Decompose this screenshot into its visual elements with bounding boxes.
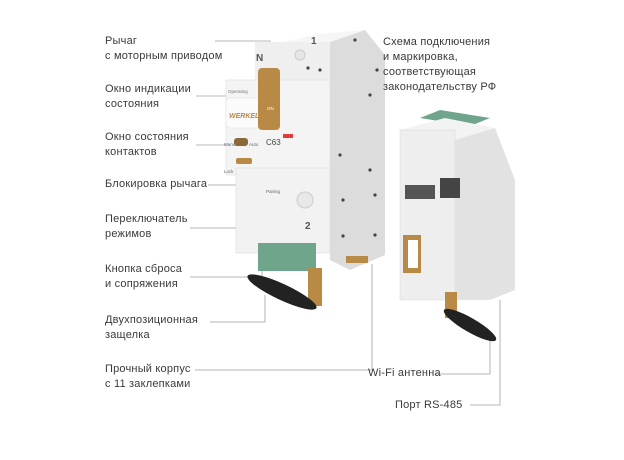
callout-rs485-port: Порт RS-485 [395, 398, 463, 413]
led-indicator [283, 134, 293, 138]
callout-line: защелка [105, 329, 150, 341]
callout-reset-button: Кнопка сброса и сопряжения [105, 262, 182, 292]
wifi-antenna [247, 274, 317, 310]
lock-label: Lock [224, 169, 234, 174]
brand-logo: WERKEL [229, 113, 259, 120]
callout-mode-switch: Переключатель режимов [105, 212, 188, 242]
callout-line: Прочный корпус [105, 363, 191, 375]
callout-line: Схема подключения [383, 36, 491, 48]
leader-line [195, 264, 373, 371]
callout-lever-lock: Блокировка рычага [105, 177, 207, 192]
callout-line: Кнопка сброса [105, 263, 183, 275]
callout-line: Порт RS-485 [395, 399, 463, 411]
callout-line: режимов [105, 228, 152, 240]
motor-lever [258, 68, 280, 130]
leader-line [435, 340, 491, 375]
callout-line: Двухпозиционная [105, 314, 198, 326]
smart-breaker-back [399, 110, 515, 342]
callout-line: с 11 заклепками [105, 378, 191, 390]
barcode [405, 185, 435, 199]
leader-line [470, 300, 501, 406]
callout-line: Переключатель [105, 213, 188, 225]
callout-line: и маркировка, [383, 51, 458, 63]
mode-switch [234, 138, 248, 146]
wifi-antenna-back [443, 308, 497, 342]
callout-status-window: Окно индикации состояния [105, 82, 191, 112]
callout-housing: Прочный корпус с 11 заклепками [105, 362, 191, 392]
callout-motor-lever: Рычаг с моторным приводом [105, 34, 222, 64]
callout-wiring-marking: Схема подключения и маркировка, соответс… [383, 35, 496, 95]
callout-line: с моторным приводом [105, 50, 223, 62]
rs485-terminal [258, 243, 316, 271]
callout-line: Окно состояния [105, 131, 189, 143]
callout-contacts-window: Окно состояния контактов [105, 130, 189, 160]
callout-line: Окно индикации [105, 83, 191, 95]
callout-line: законодательству РФ [383, 81, 497, 93]
callout-line: Рычаг [105, 35, 138, 47]
callout-latch: Двухпозиционная защелка [105, 313, 198, 343]
terminal-1-label: 1 [311, 36, 317, 47]
callout-line: Блокировка рычага [105, 178, 208, 190]
terminal-2-label: 2 [305, 221, 311, 232]
smart-breaker-front: N 1 2 Operating WERKEL ON Manu Auto Lock… [224, 30, 385, 310]
leader-line [210, 295, 266, 323]
manu-label: Manu [224, 142, 236, 147]
callout-line: контактов [105, 146, 157, 158]
lever-on-label: ON [267, 106, 274, 111]
qr-code [440, 178, 460, 198]
auto-label: Auto [249, 142, 259, 147]
operating-label: Operating [228, 89, 248, 94]
callout-wifi-antenna: Wi-Fi антенна [368, 366, 441, 381]
callout-line: состояния [105, 98, 160, 110]
callout-line: Wi-Fi антенна [368, 367, 441, 379]
callout-line: соответствующая [383, 66, 477, 78]
pairing-label: Pairing [266, 189, 281, 194]
callout-line: и сопряжения [105, 278, 178, 290]
terminal-n-label: N [256, 53, 263, 64]
lever-lock [236, 158, 252, 164]
rating-label: C63 [266, 138, 281, 147]
antenna-mount [308, 268, 322, 306]
